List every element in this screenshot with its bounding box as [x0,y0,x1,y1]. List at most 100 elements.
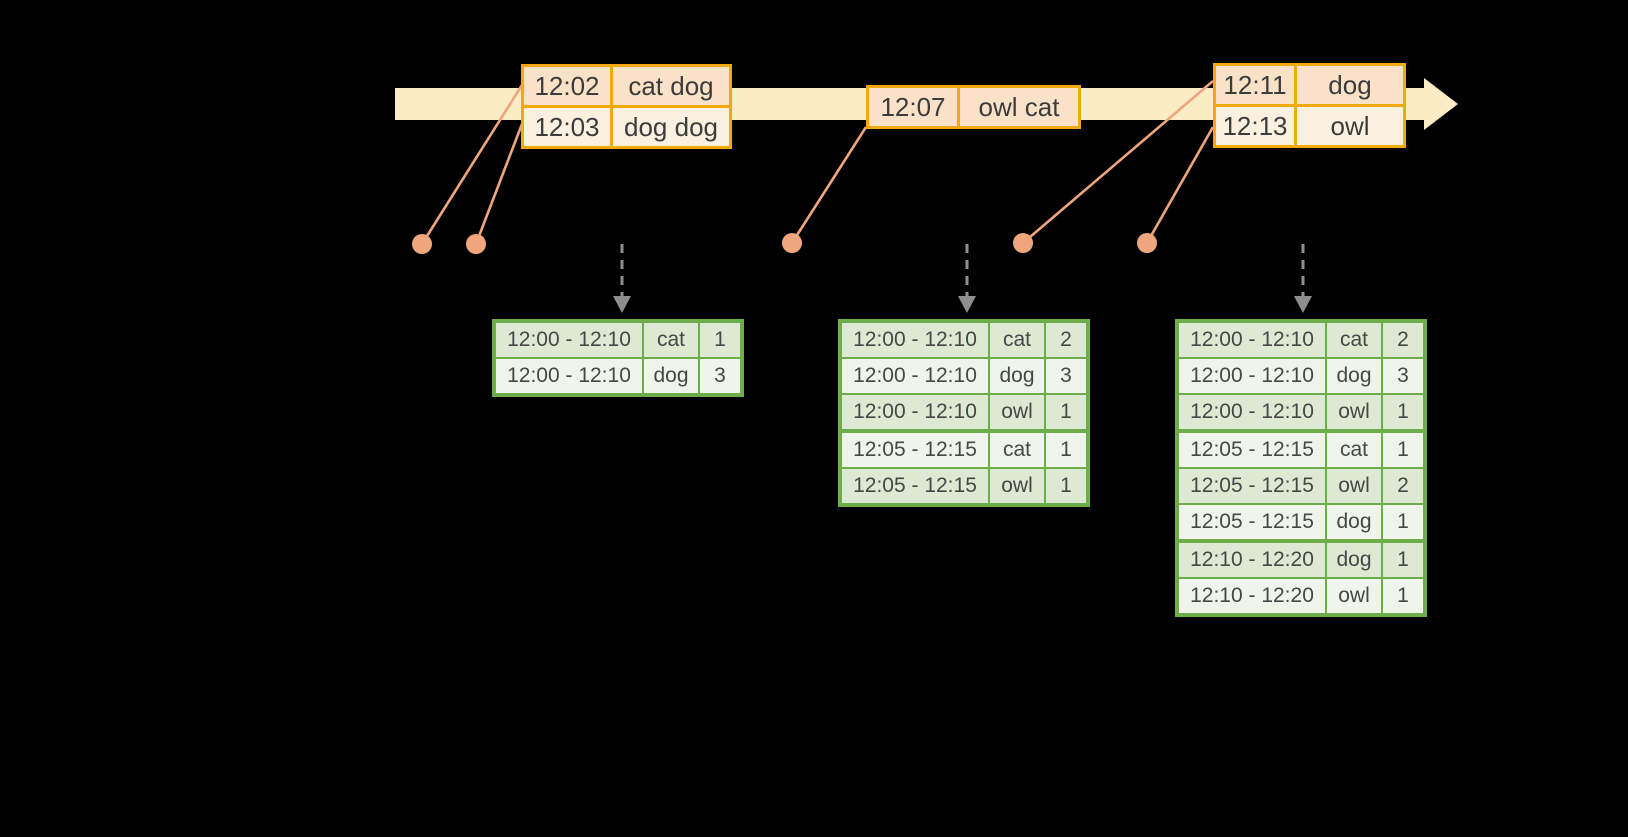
word-cell: dog [988,357,1046,395]
count-cell: 1 [1381,539,1426,579]
count-cell: 1 [1044,393,1089,432]
window-cell: 12:10 - 12:20 [1176,577,1327,616]
word-cell: cat [988,320,1046,359]
word-cell: owl [988,393,1046,432]
event-connector-line [1145,126,1215,244]
count-cell: 1 [1381,503,1426,542]
window-cell: 12:00 - 12:10 [839,357,990,395]
word-cell: dog [1325,503,1383,542]
event-dot [1137,233,1157,253]
count-cell: 2 [1381,467,1426,505]
trigger-arrowhead-icon [1294,296,1312,313]
event-words-cell: dog dog [610,105,732,149]
event-connector-line [1022,80,1214,244]
event-words-cell: cat dog [610,64,732,108]
event-dot [466,234,486,254]
window-cell: 12:05 - 12:15 [839,429,990,469]
count-cell: 2 [1044,320,1089,359]
window-cell: 12:05 - 12:15 [839,467,990,506]
window-cell: 12:05 - 12:15 [1176,429,1327,469]
word-cell: cat [1325,320,1383,359]
window-cell: 12:00 - 12:10 [1176,357,1327,395]
word-cell: cat [988,429,1046,469]
event-time-cell: 12:02 [521,64,613,108]
count-cell: 1 [1381,577,1426,616]
event-words-cell: owl cat [957,85,1081,129]
count-cell: 1 [1044,467,1089,506]
count-cell: 2 [1381,320,1426,359]
event-dot [412,234,432,254]
count-cell: 3 [1381,357,1426,395]
word-cell: dog [1325,357,1383,395]
trigger-arrowhead-icon [613,296,631,313]
word-cell: owl [1325,577,1383,616]
event-time-cell: 12:13 [1213,104,1297,148]
word-cell: dog [1325,539,1383,579]
window-cell: 12:05 - 12:15 [1176,503,1327,542]
count-cell: 1 [1381,429,1426,469]
event-time-cell: 12:11 [1213,63,1297,107]
event-connector-line [420,84,524,245]
count-cell: 3 [698,357,743,396]
window-cell: 12:00 - 12:10 [493,357,644,396]
window-cell: 12:00 - 12:10 [839,393,990,432]
count-cell: 3 [1044,357,1089,395]
count-cell: 1 [1381,393,1426,432]
event-connector-line [790,126,868,244]
window-cell: 12:00 - 12:10 [1176,393,1327,432]
word-cell: dog [642,357,700,396]
count-cell: 1 [698,320,743,359]
event-dot [782,233,802,253]
window-cell: 12:10 - 12:20 [1176,539,1327,579]
word-cell: owl [1325,393,1383,432]
event-time-cell: 12:03 [521,105,613,149]
word-cell: owl [988,467,1046,506]
event-words-cell: dog [1294,63,1406,107]
word-cell: cat [1325,429,1383,469]
window-cell: 12:00 - 12:10 [1176,320,1327,359]
window-cell: 12:00 - 12:10 [839,320,990,359]
word-cell: cat [642,320,700,359]
word-cell: owl [1325,467,1383,505]
event-connector-line [474,123,524,245]
window-cell: 12:05 - 12:15 [1176,467,1327,505]
timeline-arrowhead-icon [1424,78,1458,130]
window-cell: 12:00 - 12:10 [493,320,644,359]
event-time-cell: 12:07 [866,85,960,129]
event-words-cell: owl [1294,104,1406,148]
count-cell: 1 [1044,429,1089,469]
